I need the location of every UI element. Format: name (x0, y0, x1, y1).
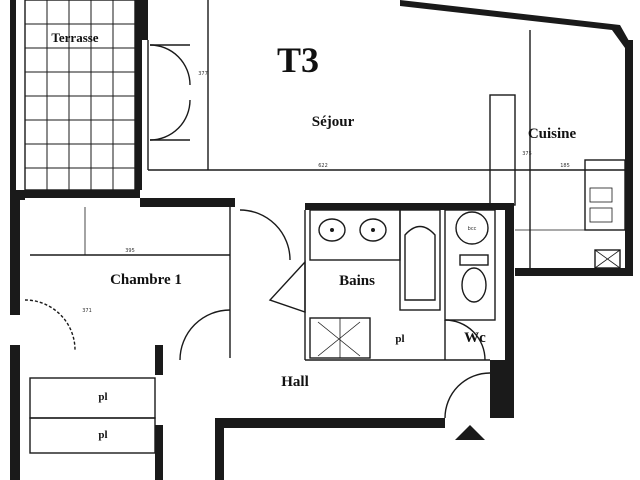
toilet (459, 254, 489, 303)
living-room-label: Séjour (312, 114, 355, 130)
bathroom-sinks (318, 218, 387, 242)
boiler-label: bcc (468, 226, 477, 232)
closet-label-1: pl (395, 333, 404, 345)
entrance-arrow (455, 425, 485, 440)
bedroom-height-dim: 371 (82, 308, 92, 314)
wc-label: Wc (464, 330, 486, 346)
boiler-circle (455, 211, 489, 245)
terrace-label: Terrasse (51, 30, 98, 45)
hall-label: Hall (281, 374, 309, 390)
living-height-dim: 377 (198, 71, 208, 77)
kitchen-label: Cuisine (528, 126, 577, 142)
bedroom-width-dim: 395 (125, 248, 135, 254)
bathtub (404, 225, 436, 301)
bathroom-label: Bains (339, 273, 375, 289)
closet-label-2: pl (98, 391, 107, 403)
doors (24, 44, 491, 419)
terrace-tile-grid (24, 0, 136, 191)
kitchen-height-dim: 375 (522, 151, 532, 157)
apartment-type-label: T3 (277, 40, 319, 80)
kitchen-width-dim: 185 (560, 163, 570, 169)
bedroom-label: Chambre 1 (110, 272, 182, 288)
exterior-walls (10, 0, 633, 480)
closet-label-3: pl (98, 429, 107, 441)
living-width-dim: 622 (318, 163, 328, 169)
interior-partitions (29, 0, 626, 454)
